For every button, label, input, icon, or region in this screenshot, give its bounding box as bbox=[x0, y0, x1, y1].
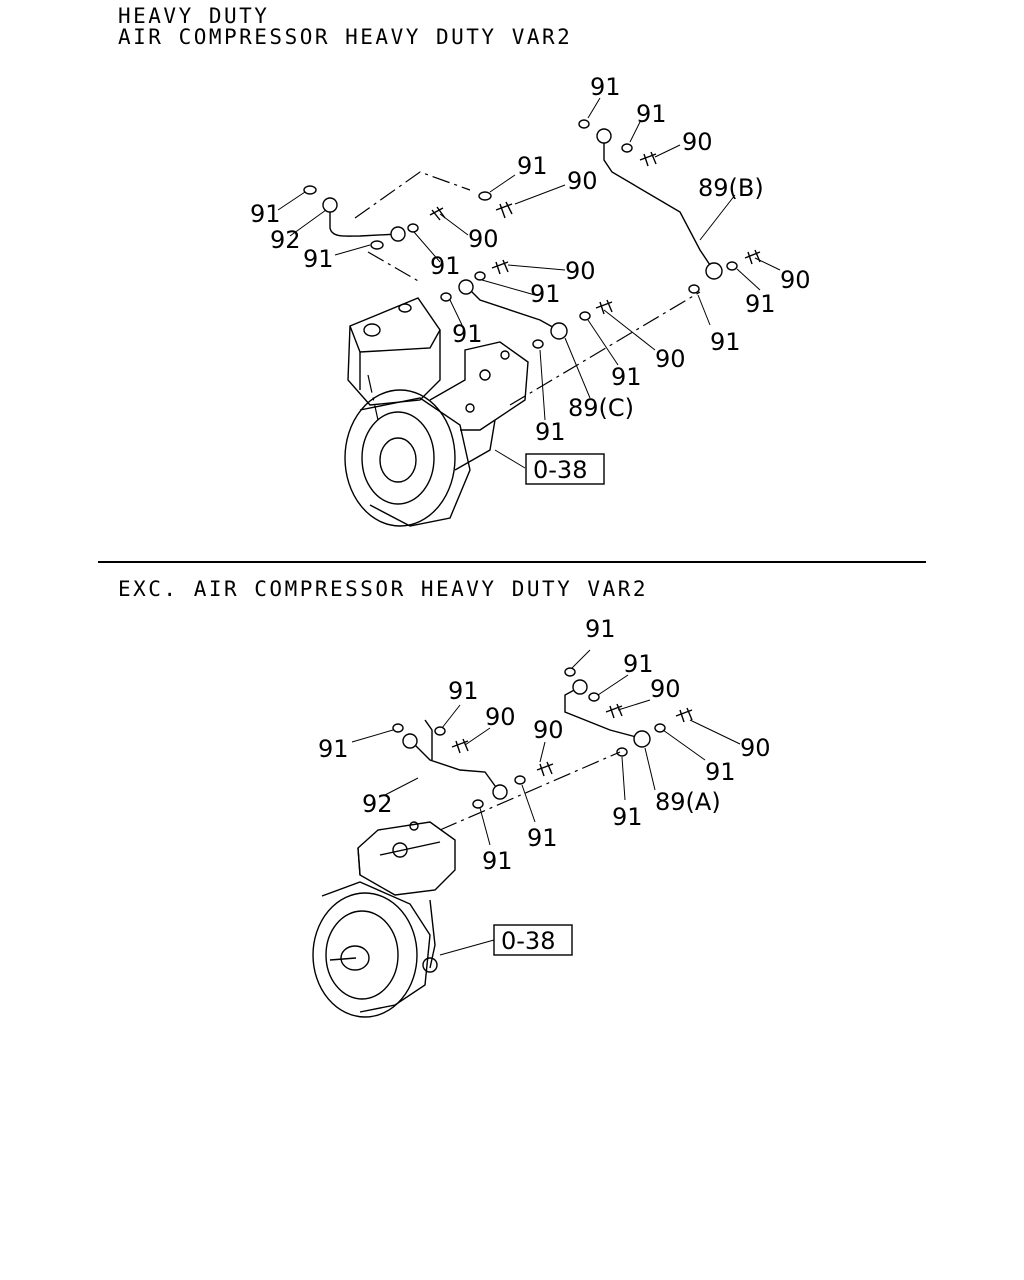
pipe-89c bbox=[467, 287, 559, 331]
section-1-heading-line-2: AIR COMPRESSOR HEAVY DUTY VAR2 bbox=[118, 25, 573, 49]
callout-90: 90 bbox=[740, 734, 771, 762]
section-1-heading-line-1: HEAVY DUTY bbox=[118, 4, 270, 28]
callout-90: 90 bbox=[567, 167, 598, 195]
callout-91: 91 bbox=[710, 328, 741, 356]
callout-91: 91 bbox=[745, 290, 776, 318]
callout-89c: 89(C) bbox=[568, 394, 634, 422]
callout-91: 91 bbox=[452, 320, 483, 348]
section-1-drawing: 91 91 90 89(B) 91 90 91 92 91 90 91 90 9… bbox=[250, 73, 811, 527]
callout-91: 91 bbox=[527, 824, 558, 852]
pipe-92 bbox=[411, 741, 499, 791]
callout-91: 91 bbox=[303, 245, 334, 273]
callout-91: 91 bbox=[623, 650, 654, 678]
callout-91: 91 bbox=[705, 758, 736, 786]
callout-92: 92 bbox=[270, 226, 301, 254]
callout-90: 90 bbox=[780, 266, 811, 294]
callout-90: 90 bbox=[650, 675, 681, 703]
callout-90: 90 bbox=[533, 716, 564, 744]
callout-91: 91 bbox=[585, 615, 616, 643]
callout-91: 91 bbox=[590, 73, 621, 101]
callout-91: 91 bbox=[611, 363, 642, 391]
section-2-drawing: 91 91 90 91 90 91 90 90 91 92 91 91 91 8… bbox=[312, 615, 771, 1018]
callout-91: 91 bbox=[482, 847, 513, 875]
callout-91: 91 bbox=[517, 152, 548, 180]
callout-90: 90 bbox=[565, 257, 596, 285]
callout-90: 90 bbox=[468, 225, 499, 253]
reference-box bbox=[525, 453, 605, 485]
reference-box-label: 0-38 bbox=[533, 456, 587, 484]
reference-box bbox=[493, 924, 573, 956]
callout-91: 91 bbox=[318, 735, 349, 763]
callout-91: 91 bbox=[612, 803, 643, 831]
pipe-92 bbox=[329, 205, 399, 237]
air-compressor-illustration bbox=[344, 297, 529, 527]
air-compressor-illustration bbox=[312, 821, 456, 1018]
callout-90: 90 bbox=[655, 345, 686, 373]
callout-91: 91 bbox=[636, 100, 667, 128]
callout-89a: 89(A) bbox=[655, 788, 721, 816]
callout-91: 91 bbox=[430, 252, 461, 280]
callout-91: 91 bbox=[535, 418, 566, 446]
pipe-89a bbox=[564, 687, 641, 739]
callout-91: 91 bbox=[250, 200, 281, 228]
reference-box-label: 0-38 bbox=[501, 927, 555, 955]
callout-90: 90 bbox=[682, 128, 713, 156]
section-2-heading: EXC. AIR COMPRESSOR HEAVY DUTY VAR2 bbox=[118, 577, 649, 601]
callout-92: 92 bbox=[362, 790, 393, 818]
callout-91: 91 bbox=[530, 280, 561, 308]
callout-91: 91 bbox=[448, 677, 479, 705]
callout-90: 90 bbox=[485, 703, 516, 731]
pipe-89b bbox=[603, 138, 713, 269]
callout-89b: 89(B) bbox=[698, 174, 764, 202]
